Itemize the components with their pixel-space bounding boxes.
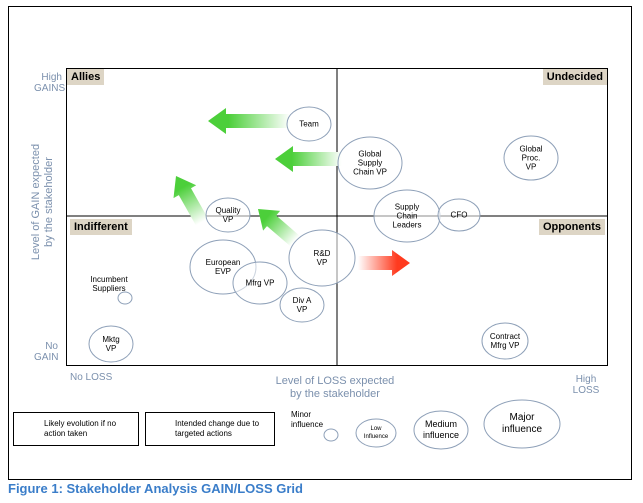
stakeholder-bubble-mktg-vp [88, 325, 134, 363]
legend-green-arrow-box [145, 412, 275, 446]
legend-bubble-medium [413, 410, 469, 450]
green-arrow-supply-chain [275, 146, 342, 172]
stakeholder-bubble-rd-vp [288, 229, 356, 287]
stakeholder-label-mfrg-vp: Mfrg VP [245, 278, 275, 288]
figure-caption: Figure 1: Stakeholder Analysis GAIN/LOSS… [8, 481, 303, 496]
quadrant-label-allies: Allies [67, 69, 105, 85]
legend-red-arrow-box [13, 412, 139, 446]
stakeholder-bubble-incumbent-suppliers [117, 291, 133, 305]
stakeholder-label-team: Team [299, 119, 319, 129]
red-arrow-rd [358, 250, 410, 276]
legend-bubble-minor [323, 428, 339, 442]
legend-bubble-major [483, 399, 561, 449]
quadrant-label-undecided: Undecided [542, 69, 607, 85]
legend-bubble-low [355, 418, 397, 448]
stakeholder-bubble-cfo [437, 198, 481, 232]
stakeholder-bubble-quality-vp [205, 197, 251, 233]
stakeholder-bubble-global-proc-vp [503, 135, 559, 181]
stakeholder-label-cfo: CFO [450, 210, 468, 220]
x-axis-low: No LOSS [70, 372, 113, 383]
green-arrow-team [208, 108, 290, 134]
quadrant-label-opponents: Opponents [538, 219, 605, 235]
stakeholder-bubble-team [286, 106, 332, 142]
green-arrow-rd [258, 209, 300, 247]
stakeholder-bubble-div-a-vp [279, 287, 325, 323]
green-arrow-quality [173, 176, 209, 226]
quadrant-label-indifferent: Indifferent [70, 219, 132, 235]
stakeholder-bubble-contract-mfrg-vp [481, 322, 529, 360]
stakeholder-bubble-mfrg-vp [232, 261, 288, 305]
stakeholder-bubble-global-supply-chain-vp [337, 136, 403, 190]
